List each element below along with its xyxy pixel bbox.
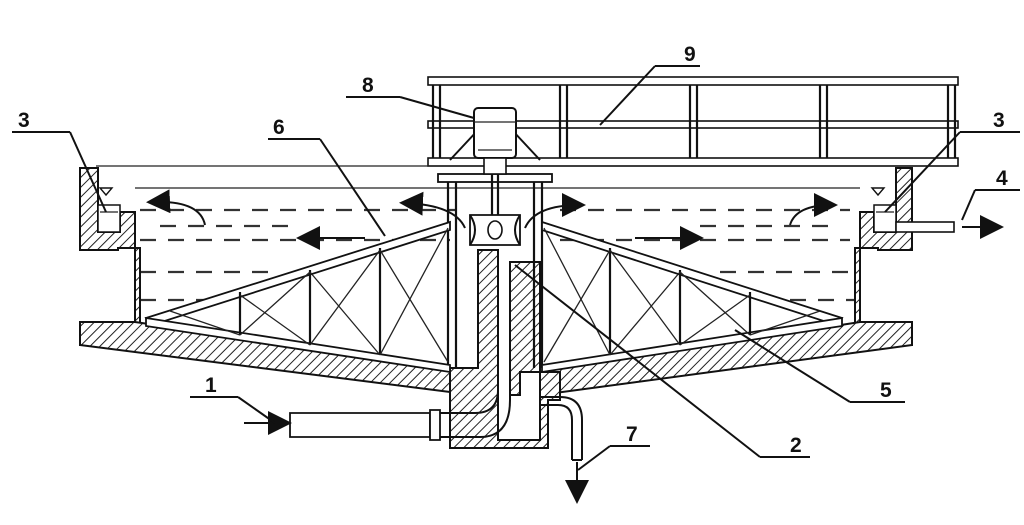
right-tank-wall xyxy=(854,167,955,346)
drive-motor xyxy=(449,107,541,175)
label-3-left: 3 xyxy=(18,109,30,132)
label-4: 4 xyxy=(996,167,1008,190)
flow-arrows xyxy=(146,189,1004,504)
label-9: 9 xyxy=(684,43,696,66)
central-column xyxy=(437,160,553,368)
label-6: 6 xyxy=(273,116,285,139)
label-5: 5 xyxy=(880,379,892,402)
label-8: 8 xyxy=(362,74,374,97)
label-3-right: 3 xyxy=(993,109,1005,132)
left-tank-wall xyxy=(79,167,141,346)
tank-floor xyxy=(79,249,913,449)
water-level-icon xyxy=(98,187,114,197)
label-2: 2 xyxy=(790,434,802,457)
leader-lines xyxy=(12,65,1020,471)
water-level-icon-right xyxy=(870,187,886,197)
label-1: 1 xyxy=(205,374,217,397)
right-scraper-truss xyxy=(541,220,844,374)
label-7: 7 xyxy=(626,423,638,446)
sludge-outlet-pipe xyxy=(540,396,583,461)
inlet-pipe xyxy=(289,262,511,441)
left-scraper-truss xyxy=(144,220,451,374)
callout-labels: 3 3 4 1 6 8 9 2 5 7 xyxy=(18,43,1008,457)
bridge-walkway xyxy=(96,76,959,167)
outlet-pipe xyxy=(895,221,955,233)
